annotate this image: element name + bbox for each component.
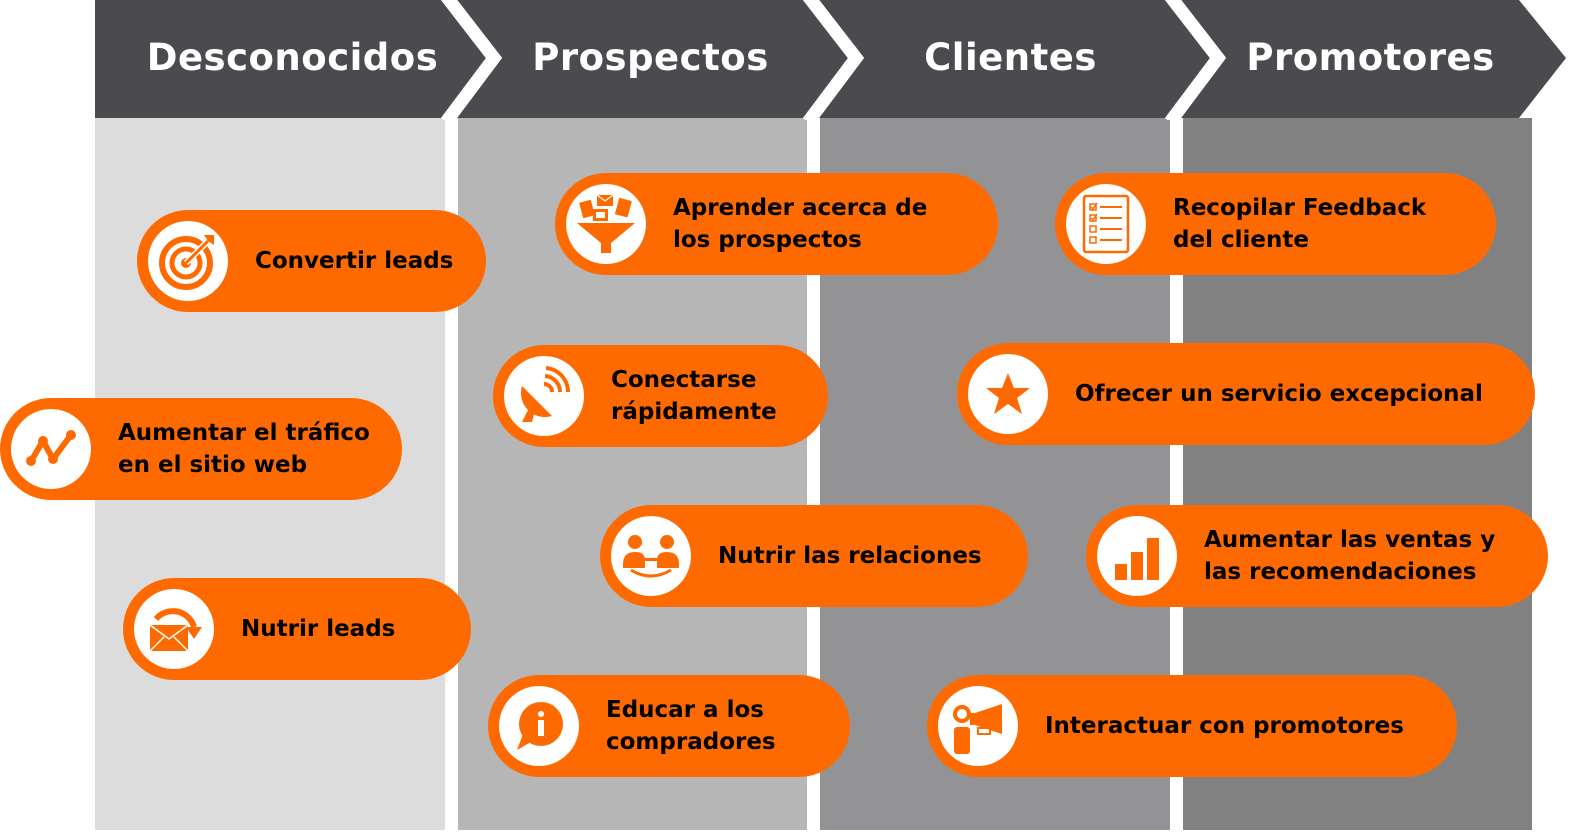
bar-chart-icon xyxy=(1097,516,1177,596)
star-icon xyxy=(968,354,1048,434)
action-convertir-leads: Convertir leads xyxy=(137,210,486,312)
action-interactuar-promotores: Interactuar con promotores xyxy=(927,675,1457,777)
action-label: Nutrir leads xyxy=(241,616,396,642)
action-conectarse-rapidamente: Conectarse rápidamente xyxy=(493,345,828,447)
funnel-icon xyxy=(566,184,646,264)
trend-line-icon xyxy=(11,409,91,489)
action-recopilar-feedback: Recopilar Feedback del cliente xyxy=(1055,173,1496,275)
stage-title-prospectos: Prospectos xyxy=(532,36,769,79)
stage-title-clientes: Clientes xyxy=(924,36,1097,79)
action-label: Ofrecer un servicio excepcional xyxy=(1075,381,1483,407)
stage-title-promotores: Promotores xyxy=(1246,36,1495,79)
action-label: Aumentar las ventas y las recomendacione… xyxy=(1204,527,1496,585)
action-label: Recopilar Feedback del cliente xyxy=(1173,195,1427,253)
action-aprender-prospectos: Aprender acerca de los prospectos xyxy=(555,173,998,275)
action-label: Aumentar el tráfico en el sitio web xyxy=(118,420,370,478)
email-refresh-icon xyxy=(134,589,214,669)
action-educar-compradores: Educar a los compradores xyxy=(488,675,850,777)
action-label: Educar a los compradores xyxy=(606,697,776,755)
action-aumentar-trafico: Aumentar el tráfico en el sitio web xyxy=(0,398,402,500)
action-label: Convertir leads xyxy=(255,248,454,274)
action-ofrecer-servicio: Ofrecer un servicio excepcional xyxy=(957,343,1535,445)
info-bubble-icon xyxy=(499,686,579,766)
action-label: Nutrir las relaciones xyxy=(718,543,982,569)
action-nutrir-relaciones: Nutrir las relaciones xyxy=(600,505,1028,607)
action-label: Interactuar con promotores xyxy=(1045,713,1404,739)
action-aumentar-ventas: Aumentar las ventas y las recomendacione… xyxy=(1086,505,1548,607)
satellite-dish-icon xyxy=(504,356,584,436)
action-nutrir-leads: Nutrir leads xyxy=(123,578,471,680)
megaphone-person-icon xyxy=(938,686,1018,766)
stage-header-bar xyxy=(95,0,1566,120)
action-label: Conectarse rápidamente xyxy=(611,367,777,425)
action-label: Aprender acerca de los prospectos xyxy=(673,195,928,253)
checklist-icon xyxy=(1066,184,1146,264)
target-icon xyxy=(148,221,228,301)
people-connection-icon xyxy=(611,516,691,596)
stage-title-desconocidos: Desconocidos xyxy=(146,36,439,79)
